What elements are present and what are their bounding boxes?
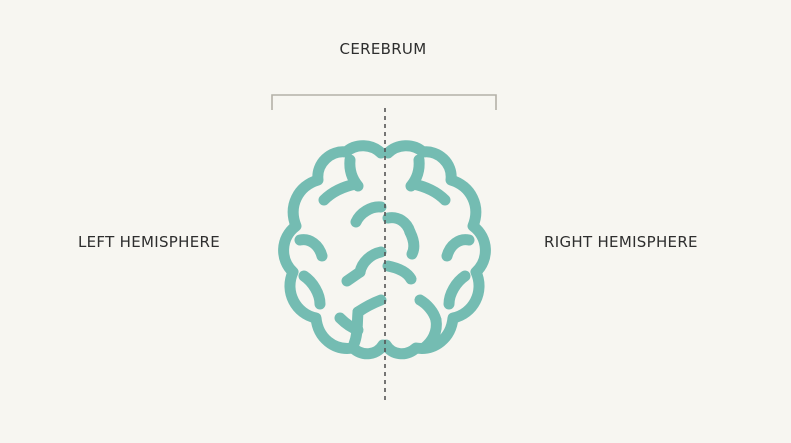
right-fold-6 [382, 260, 417, 285]
right-fold-5 [441, 234, 475, 262]
left-fold-4 [294, 234, 328, 262]
right-fold-4 [404, 226, 420, 260]
right-hemisphere-label: RIGHT HEMISPHERE [544, 233, 698, 251]
left-fold-1 [318, 178, 362, 206]
left-fold-7 [298, 270, 326, 310]
right-fold-1 [407, 178, 451, 206]
left-hemisphere-outline [278, 140, 389, 360]
right-fold-7 [443, 270, 471, 310]
right-fold-2 [405, 154, 425, 192]
cerebrum-label: CEREBRUM [339, 40, 427, 58]
left-fold-10 [334, 312, 364, 336]
left-fold-6 [341, 266, 366, 287]
left-fold-2 [344, 154, 364, 192]
left-fold-3 [350, 201, 387, 228]
brain-icon [278, 140, 491, 360]
cerebrum-bracket [271, 94, 497, 110]
right-fold-9 [418, 314, 442, 354]
left-hemisphere-label: LEFT HEMISPHERE [78, 233, 220, 251]
